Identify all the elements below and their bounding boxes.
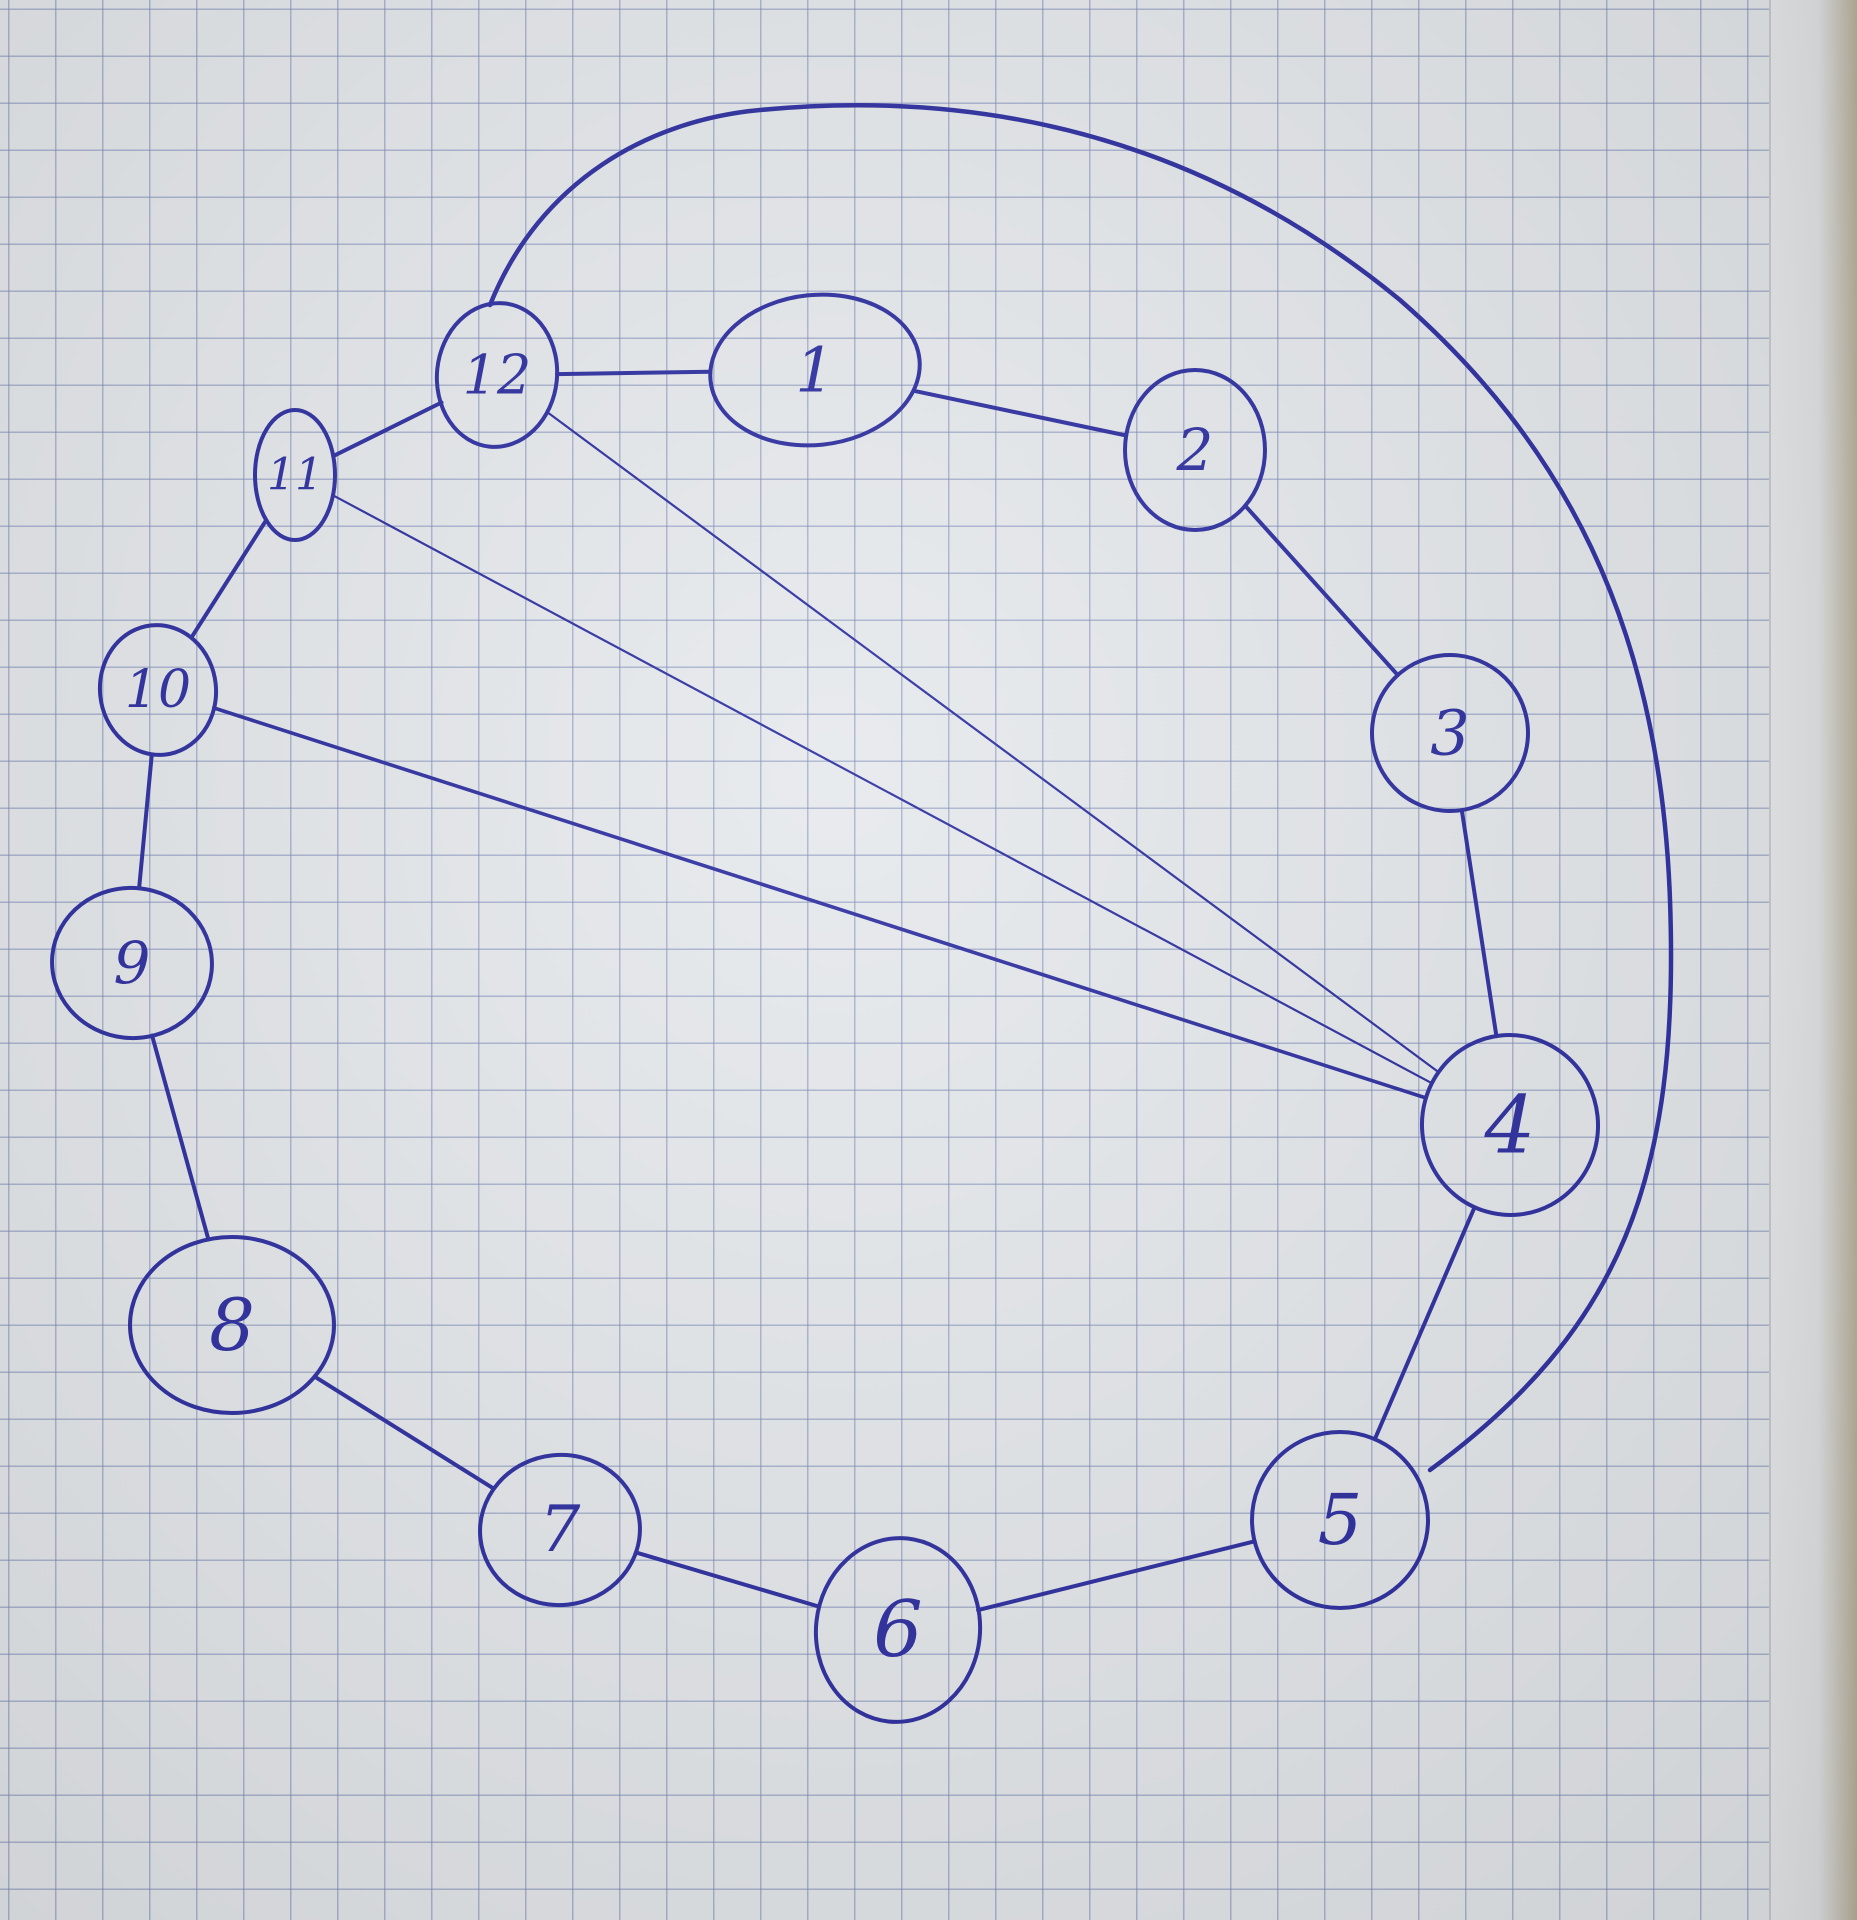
edge-6-7 <box>634 1550 821 1609</box>
node-8-label: 8 <box>209 1283 255 1367</box>
node-3: 3 <box>1370 653 1530 813</box>
edge-2-3 <box>1243 503 1400 678</box>
edge-5-6 <box>976 1539 1257 1613</box>
edge-12-1 <box>555 369 712 377</box>
node-11-circle <box>253 408 337 542</box>
node-6-label: 6 <box>873 1585 923 1675</box>
node-7-circle <box>478 1452 642 1608</box>
node-10-label: 10 <box>125 660 191 720</box>
node-3-label: 3 <box>1430 697 1469 770</box>
node-6: 6 <box>813 1536 983 1724</box>
node-8: 8 <box>128 1235 336 1415</box>
edge-10-11 <box>189 518 269 640</box>
node-5: 5 <box>1250 1430 1430 1610</box>
edge-4-5 <box>1372 1205 1477 1442</box>
node-11: 11 <box>253 408 337 542</box>
node-12-label: 12 <box>463 344 532 407</box>
node-4-circle <box>1419 1033 1601 1217</box>
next-page-edge <box>1769 0 1857 1920</box>
edge-4-12 <box>547 411 1440 1074</box>
edges-layer <box>137 103 1674 1613</box>
edge-8-9 <box>150 1033 211 1242</box>
node-2: 2 <box>1123 368 1267 532</box>
node-9-label: 9 <box>114 929 151 997</box>
node-12-circle <box>434 301 560 449</box>
node-2-label: 2 <box>1176 416 1214 484</box>
node-2-circle <box>1123 368 1267 532</box>
edge-7-8 <box>312 1374 496 1491</box>
node-8-circle <box>128 1235 336 1415</box>
node-4-label: 4 <box>1484 1079 1536 1172</box>
node-9-circle <box>50 885 214 1041</box>
node-1: 1 <box>708 292 922 448</box>
node-9: 9 <box>50 885 214 1041</box>
node-1-label: 1 <box>795 334 834 407</box>
node-1-circle <box>708 292 922 448</box>
node-10: 10 <box>97 623 219 757</box>
edge-12-5 <box>487 103 1674 1473</box>
edge-11-12 <box>331 400 444 459</box>
node-7-label: 7 <box>540 1493 581 1567</box>
edge-4-10 <box>211 706 1428 1100</box>
edge-9-10 <box>137 752 154 891</box>
node-7: 7 <box>478 1452 642 1608</box>
node-10-circle <box>97 623 219 757</box>
node-12: 12 <box>434 301 560 449</box>
node-3-circle <box>1370 653 1530 813</box>
node-11-label: 11 <box>267 450 323 501</box>
edge-1-2 <box>913 389 1129 438</box>
edge-3-4 <box>1459 808 1499 1039</box>
node-5-circle <box>1250 1430 1430 1610</box>
node-4: 4 <box>1419 1033 1601 1217</box>
node-5-label: 5 <box>1318 1479 1363 1561</box>
edge-4-11 <box>331 494 1434 1085</box>
node-6-circle <box>813 1536 983 1724</box>
